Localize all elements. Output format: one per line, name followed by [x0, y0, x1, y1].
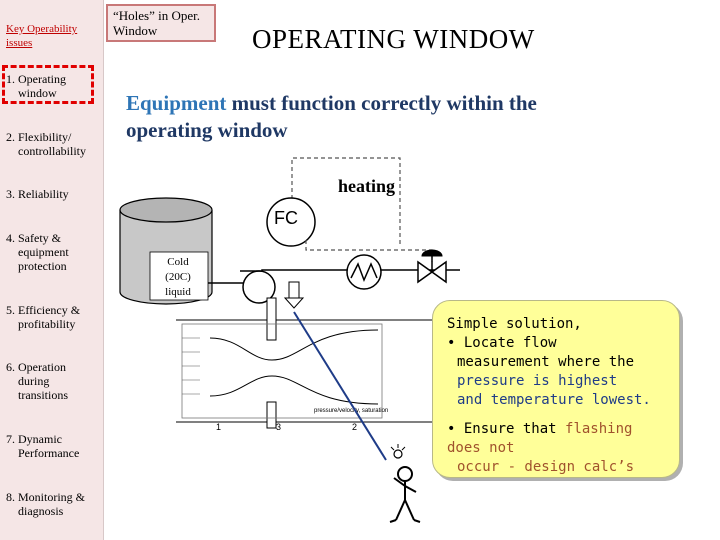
- selected-item-highlight: [2, 65, 94, 104]
- callout-line-6-pre: • Ensure that: [447, 421, 566, 437]
- solution-callout: Simple solution, • Locate flow measureme…: [432, 300, 680, 478]
- tank-label: Cold (20C) liquid: [165, 256, 191, 298]
- callout-line-2: • Locate flow: [447, 335, 557, 351]
- main-pipe: [261, 269, 460, 271]
- pointer-line: [293, 311, 387, 461]
- heat-exchanger: [346, 254, 382, 290]
- sidebar: Key Operability issues 1. Operating wind…: [0, 0, 104, 540]
- cold-liquid-tank: [119, 197, 213, 305]
- page-title: OPERATING WINDOW: [252, 24, 535, 54]
- callout-line-1: Simple solution,: [447, 316, 582, 332]
- flow-controller: [266, 197, 316, 247]
- callout-line-7: occur - design calc’s: [457, 459, 635, 475]
- callout-line-3: measurement where the: [457, 354, 635, 370]
- inset-tick-1: 1: [216, 422, 221, 432]
- heating-label: heating: [338, 176, 396, 196]
- control-valve: [417, 249, 447, 284]
- callout-line-6-highlight: flashing does not: [447, 421, 633, 456]
- subtitle-highlight: Equipment: [126, 91, 227, 115]
- pump: [240, 270, 276, 304]
- inset-tick-2: 2: [352, 422, 357, 432]
- subtitle-rest: must function correctly within the opera…: [126, 91, 537, 142]
- flow-controller-label: FC: [274, 208, 298, 228]
- sidebar-item-dynamic-performance[interactable]: 7. Dynamic Performance: [6, 432, 80, 460]
- callout-line-5: and temperature lowest.: [457, 392, 651, 408]
- sidebar-item-monitoring[interactable]: 8. Monitoring & diagnosis: [6, 490, 86, 518]
- key-issues-link[interactable]: Key Operability issues: [6, 23, 78, 49]
- orifice-inset: pressure/velocity, saturation 1 3 2: [176, 297, 440, 432]
- sidebar-item-operating-window[interactable]: 1. Operating window: [6, 72, 66, 100]
- inset-tick-3: 3: [276, 422, 281, 432]
- sidebar-item-reliability[interactable]: 3. Reliability: [6, 187, 69, 201]
- sidebar-item-flexibility[interactable]: 2. Flexibility/ controllability: [6, 130, 86, 158]
- inset-caption: pressure/velocity, saturation: [314, 408, 388, 414]
- sidebar-item-safety[interactable]: 4. Safety & equipment protection: [6, 231, 69, 273]
- flow-meter: [283, 281, 305, 309]
- sidebar-item-efficiency[interactable]: 5. Efficiency & profitability: [6, 303, 81, 331]
- holes-in-window-button[interactable]: “Holes” in Oper. Window: [106, 4, 216, 42]
- thinking-figure-icon: [389, 444, 421, 523]
- heating-signal-line: [291, 157, 401, 245]
- callout-line-4: pressure is highest: [457, 373, 618, 389]
- sidebar-item-transitions[interactable]: 6. Operation during transitions: [6, 360, 68, 402]
- subtitle: Equipment must function correctly within…: [126, 90, 626, 144]
